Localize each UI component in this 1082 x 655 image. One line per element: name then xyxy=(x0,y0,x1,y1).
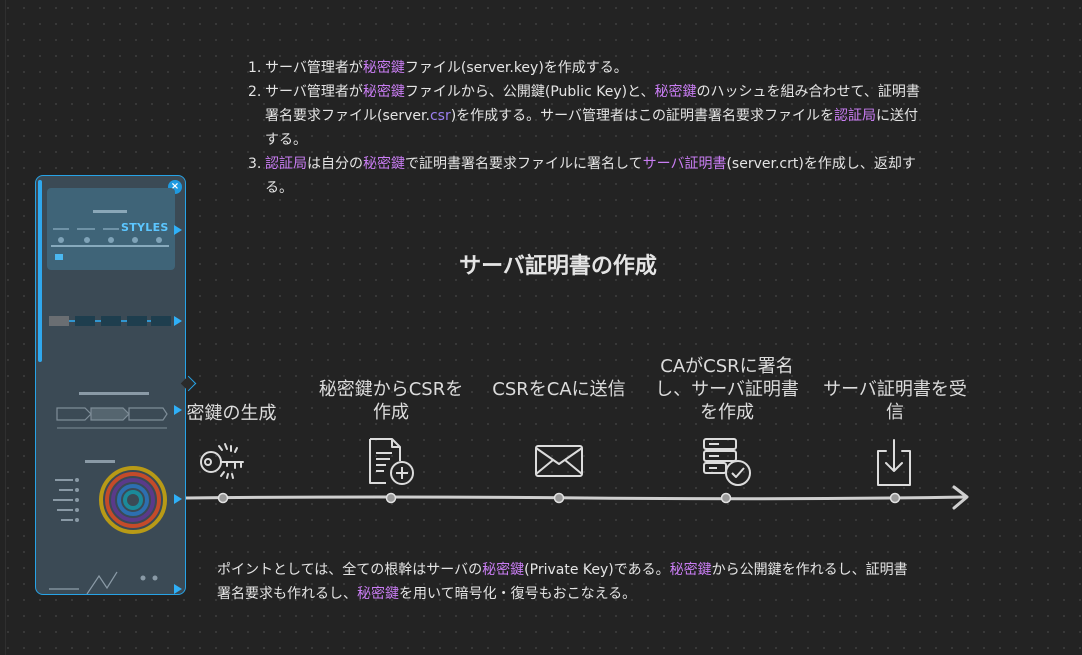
stage-label: CAがCSRに署名し、サーバ証明書を作成 xyxy=(655,356,799,423)
play-icon[interactable] xyxy=(174,584,182,594)
play-icon[interactable] xyxy=(174,316,182,326)
timeline-arrow xyxy=(186,485,969,510)
note-segment: ポイントとしては、全ての根幹はサーバの xyxy=(217,562,483,578)
highlight-text: 秘密鍵 xyxy=(669,562,712,578)
style-thumbnail-radial[interactable] xyxy=(47,456,175,536)
step-text: に送付する。 xyxy=(265,108,919,148)
step-text: ファイルから、公開鍵(Public Key)と、 xyxy=(404,84,655,100)
diagram-title: サーバ証明書の作成 xyxy=(459,254,657,279)
step-number: 3. xyxy=(248,156,262,172)
timeline-preview xyxy=(51,210,169,260)
style-thumbnail-blocks[interactable] xyxy=(47,312,175,332)
key-icon xyxy=(200,443,244,479)
style-panel[interactable]: × STYLES xyxy=(35,175,186,595)
stage-label: 秘密鍵からCSRを作成 xyxy=(318,379,464,423)
step-text: (server.crt)を作成し、返却する。 xyxy=(265,156,916,196)
timeline-node xyxy=(217,492,229,504)
stage-label: 秘密鍵の生成 xyxy=(168,403,277,424)
highlight-text: csr xyxy=(429,108,451,124)
highlight-text: 秘密鍵 xyxy=(363,156,405,172)
note-segment: から公開鍵を作れるし、証明書署名要求も作れるし、 xyxy=(217,562,908,602)
timeline-node xyxy=(553,492,565,504)
step-text: ファイル(server.key)を作成する。 xyxy=(404,60,628,76)
step-number: 2. xyxy=(248,84,262,100)
highlight-text: 秘密鍵 xyxy=(357,586,399,602)
steps-list: 1. サーバ管理者が秘密鍵ファイル(server.key)を作成する。 2. サ… xyxy=(248,56,928,200)
highlight-text: 秘密鍵 xyxy=(482,562,525,578)
highlight-text: 秘密鍵 xyxy=(654,84,697,100)
step-item: 2. サーバ管理者が秘密鍵ファイルから、公開鍵(Public Key)と、秘密鍵… xyxy=(248,80,928,152)
highlight-text: 認証局 xyxy=(834,108,877,124)
step-item: 1. サーバ管理者が秘密鍵ファイル(server.key)を作成する。 xyxy=(248,56,928,80)
step-text: で証明書署名要求ファイルに署名して xyxy=(405,156,643,172)
timeline-node xyxy=(889,492,901,504)
step-item: 3. 認証局は自分の秘密鍵で証明書署名要求ファイルに署名してサーバ証明書(ser… xyxy=(248,152,928,200)
note-text: ポイントとしては、全ての根幹はサーバの秘密鍵(Private Key)である。秘… xyxy=(217,558,917,606)
style-thumbnail-chevron[interactable] xyxy=(47,388,175,432)
server-check-icon xyxy=(703,438,751,486)
highlight-text: 秘密鍵 xyxy=(362,60,405,76)
style-thumbnail-line[interactable] xyxy=(47,568,175,595)
step-text: サーバ管理者が xyxy=(265,60,363,76)
timeline-node xyxy=(720,492,732,504)
panel-scroll-indicator[interactable] xyxy=(38,180,42,362)
highlight-text: 秘密鍵 xyxy=(362,84,405,100)
step-number: 1. xyxy=(248,60,262,76)
styles-label: STYLES xyxy=(121,221,169,234)
left-divider xyxy=(5,0,6,655)
download-icon xyxy=(877,439,911,486)
stage-label: サーバ証明書を受信 xyxy=(823,379,967,423)
step-text: は自分の xyxy=(307,156,363,172)
play-icon[interactable] xyxy=(174,494,182,504)
style-thumbnail-timeline[interactable] xyxy=(47,188,175,270)
highlight-text: サーバ証明書 xyxy=(642,156,727,172)
envelope-icon xyxy=(535,445,583,477)
step-text: のハッシュを組み合わせて、証明書署名要求ファイル(server. xyxy=(265,84,920,124)
play-icon[interactable] xyxy=(174,405,182,415)
play-icon[interactable] xyxy=(174,225,182,235)
note-segment: を用いて暗号化・復号もおこなえる。 xyxy=(399,586,637,602)
stage-label: CSRをCAに送信 xyxy=(492,379,626,400)
note-segment: (Private Key)である。 xyxy=(524,562,670,578)
timeline-node xyxy=(385,492,397,504)
step-text: サーバ管理者が xyxy=(265,84,363,100)
step-text: )を作成する。サーバ管理者はこの証明書署名要求ファイルを xyxy=(450,108,835,124)
document-add-icon xyxy=(369,438,414,485)
highlight-text: 認証局 xyxy=(265,156,307,172)
